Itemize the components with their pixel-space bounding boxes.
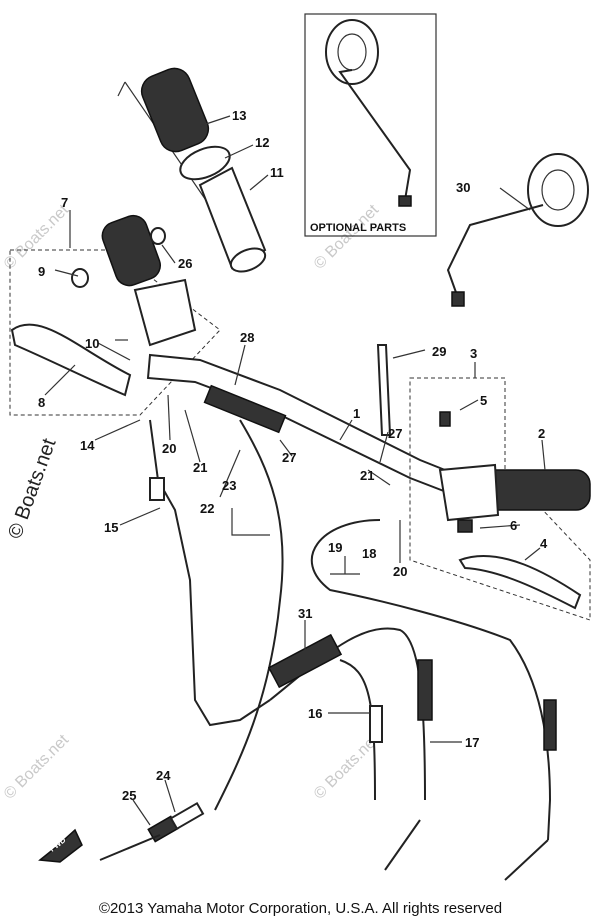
- leader-lines: [44, 115, 546, 826]
- callout-28: 28: [240, 330, 254, 345]
- copyright-notice: ©2013 Yamaha Motor Corporation, U.S.A. A…: [98, 900, 503, 917]
- callout-13: 13: [232, 108, 246, 123]
- right-lever-group: [409, 377, 591, 621]
- callout-22: 22: [200, 501, 214, 516]
- callout-1: 1: [353, 406, 360, 421]
- watermark: © Boats.net: [1, 731, 73, 803]
- callout-16: 16: [308, 706, 322, 721]
- callout-8: 8: [38, 395, 45, 410]
- callout-26: 26: [178, 256, 192, 271]
- callout-3: 3: [470, 346, 477, 361]
- callout-17: 17: [465, 735, 479, 750]
- left-lever-group: [9, 214, 221, 416]
- optional-parts-label: OPTIONAL PARTS: [310, 222, 406, 234]
- callout-27b: 27: [388, 426, 402, 441]
- callout-31: 31: [298, 606, 312, 621]
- callout-19: 19: [328, 540, 342, 555]
- callout-27: 27: [282, 450, 296, 465]
- callout-6: 6: [510, 518, 517, 533]
- callout-2: 2: [538, 426, 545, 441]
- watermark: © Boats.net: [311, 201, 383, 273]
- callout-20b: 20: [393, 564, 407, 579]
- callout-15: 15: [104, 520, 118, 535]
- callout-24: 24: [156, 768, 171, 783]
- cable-band: [376, 344, 392, 436]
- callouts: 1 2 3 4 5 6 7 8 9 10 11 12 13 14 15 16 1…: [38, 108, 548, 803]
- callout-30: 30: [456, 180, 470, 195]
- callout-5: 5: [480, 393, 487, 408]
- callout-11: 11: [270, 165, 284, 180]
- cables: [99, 419, 557, 881]
- callout-29: 29: [432, 344, 446, 359]
- callout-21b: 21: [360, 468, 374, 483]
- callout-10: 10: [85, 336, 99, 351]
- handlebar: [146, 353, 472, 500]
- callout-25: 25: [122, 788, 136, 803]
- callout-21: 21: [193, 460, 207, 475]
- right-mirror: [446, 153, 589, 307]
- watermark: © Boats.net: [1, 201, 73, 273]
- callout-14: 14: [80, 438, 95, 453]
- callout-9: 9: [38, 264, 45, 279]
- callout-23: 23: [222, 478, 236, 493]
- forward-arrow: FWD: [38, 828, 83, 863]
- callout-12: 12: [255, 135, 269, 150]
- callout-20: 20: [162, 441, 176, 456]
- watermark-vertical: © Boats.net: [4, 435, 61, 541]
- grip-exploded: [117, 67, 267, 273]
- callout-7: 7: [61, 195, 68, 210]
- callout-4: 4: [540, 536, 548, 551]
- callout-18: 18: [362, 546, 376, 561]
- optional-parts-box: OPTIONAL PARTS: [304, 13, 437, 237]
